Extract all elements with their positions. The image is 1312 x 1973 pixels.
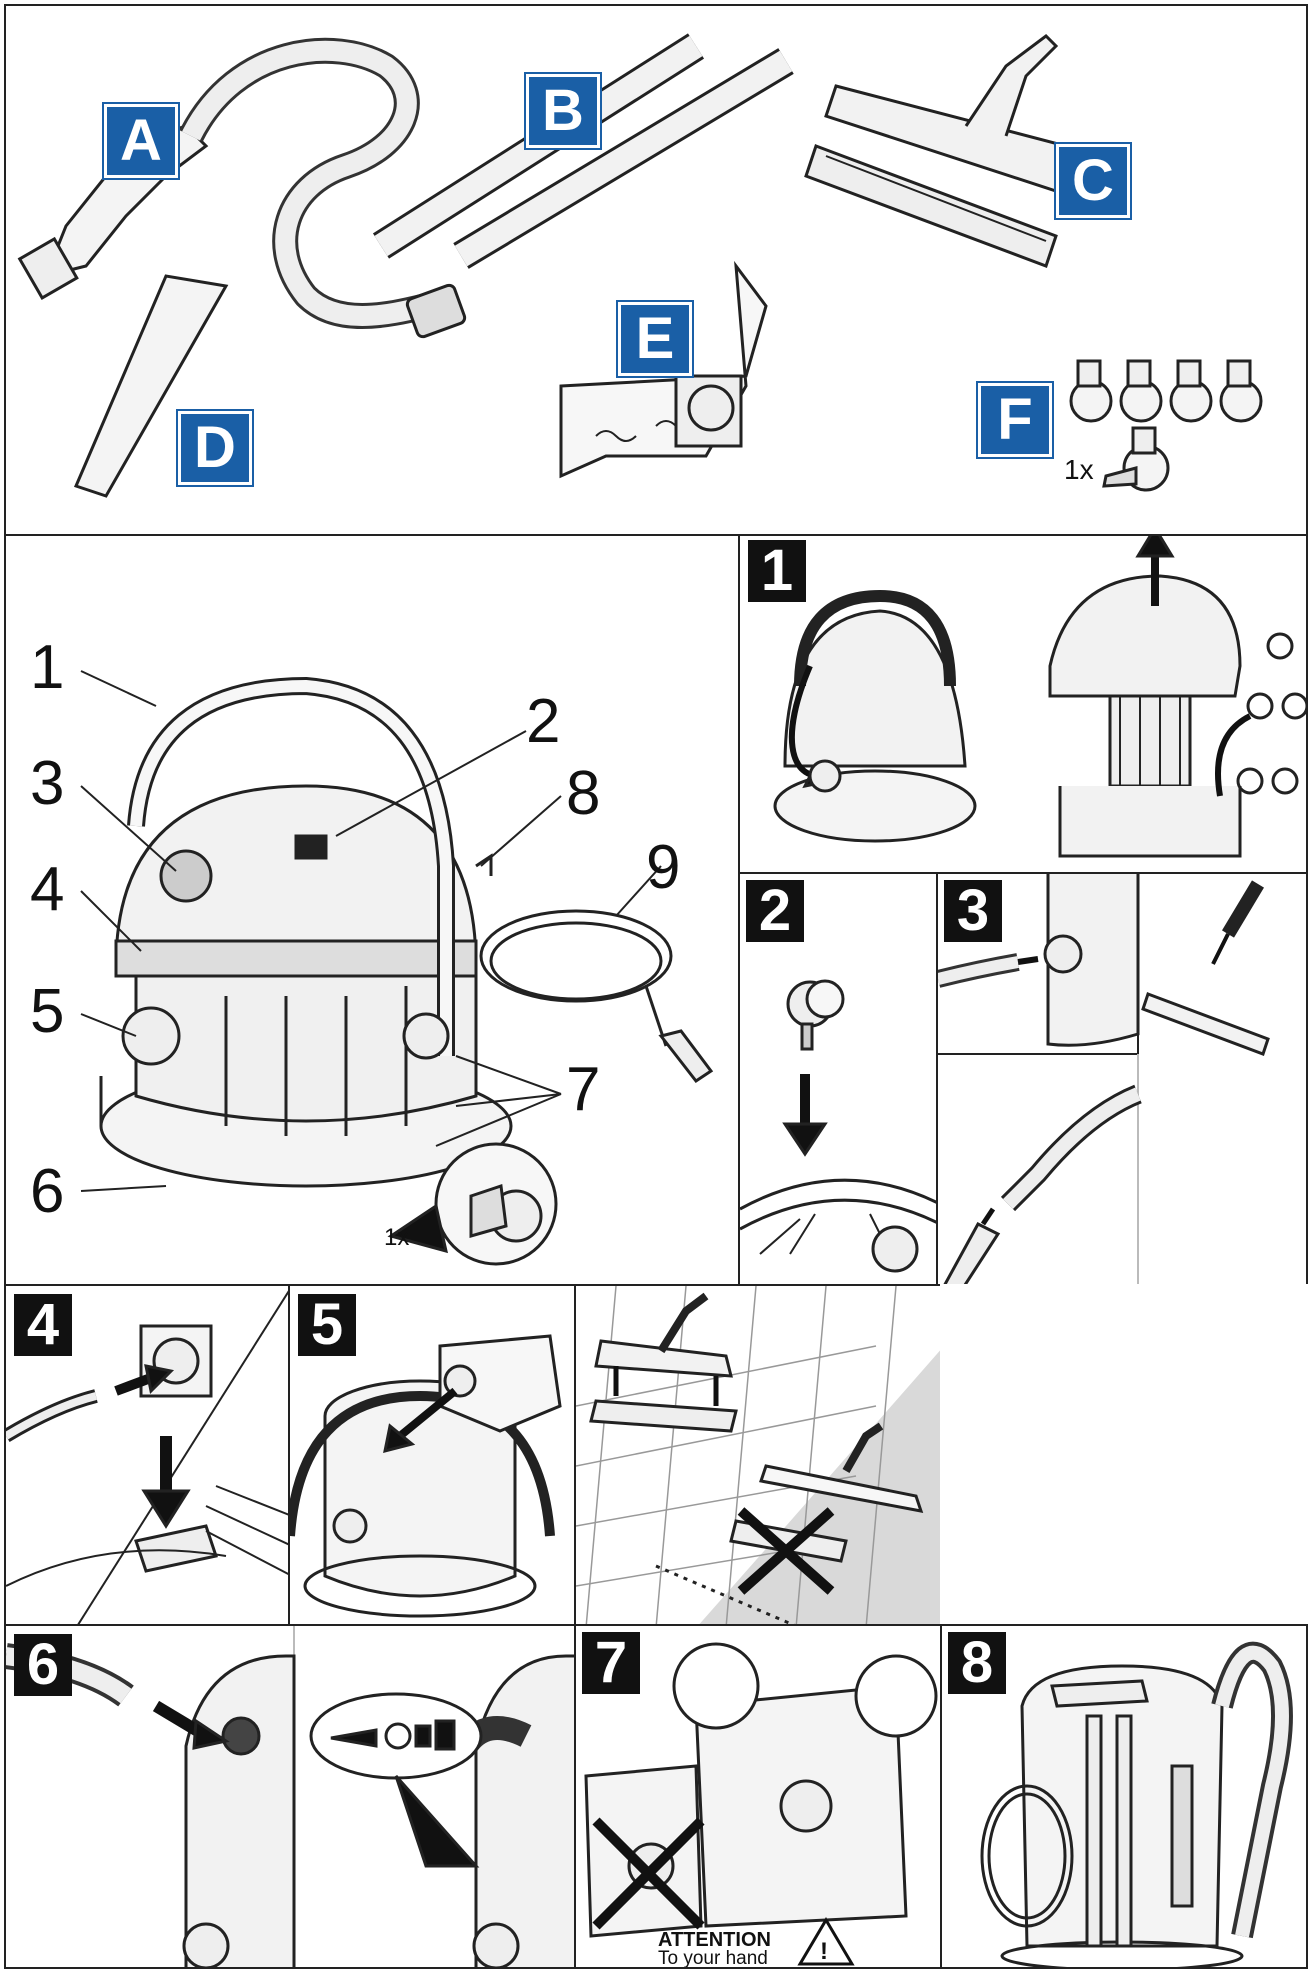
label-A: A [104,104,178,178]
floor-nozzle-drawing [576,1286,940,1624]
callout-8: 8 [566,759,601,828]
attention-title: ATTENTION [658,1929,771,1951]
step-6-drawing [6,1626,574,1967]
step-7-number: 7 [582,1632,640,1694]
step-3-drawing [938,874,1270,1284]
callout-5: 5 [30,977,65,1046]
empty-cell [940,1284,1308,1626]
callout-2: 2 [526,687,561,756]
step-7-panel: 7 ATTENTION To your hand ! [574,1624,942,1969]
callout-4: 4 [30,855,65,924]
overview-panel: 1 2 3 4 5 6 7 8 9 1x [4,534,740,1286]
label-E: E [618,302,692,376]
step-3-number: 3 [944,880,1002,942]
accessories-panel: A B C D E F 1x [4,4,1308,536]
label-C: C [1056,144,1130,218]
step-5-panel: 5 [288,1284,576,1626]
step-5-drawing [290,1334,562,1618]
step-8-number: 8 [948,1632,1006,1694]
callout-1: 1 [30,633,65,702]
step-1-panel: 1 [738,534,1308,874]
callout-7: 7 [566,1055,601,1124]
callout-6: 6 [30,1157,65,1226]
label-B: B [526,74,600,148]
vacuum-overview-drawing [80,670,714,1266]
label-F: F [978,383,1052,457]
step-4-panel: 4 [4,1284,290,1626]
label-D: D [178,411,252,485]
attention-subtitle: To your hand [658,1948,768,1969]
step-7-drawing [584,1642,938,1938]
step-6-panel: 6 [4,1624,576,1969]
warning-triangle-icon [797,1917,855,1966]
callout-9: 9 [646,833,681,902]
step-4-number: 4 [14,1294,72,1356]
step-1-drawing [773,536,1306,858]
step-2-panel: 2 [738,872,938,1286]
step-8-panel: 8 [940,1624,1308,1969]
step-5-number: 5 [298,1294,356,1356]
accessories-drawing [17,33,1263,498]
callout-3: 3 [30,749,65,818]
wheel-note: 1x [384,1224,410,1251]
floor-nozzle-panel [574,1284,942,1626]
step-2-drawing [740,979,936,1273]
step-6-number: 6 [14,1634,72,1696]
wheel-count-note: 1x [1064,454,1094,485]
step-2-number: 2 [746,880,804,942]
step-8-drawing [980,1641,1293,1967]
step-3-panel: 3 [936,872,1308,1286]
step-4-drawing [6,1290,288,1624]
step-1-number: 1 [748,540,806,602]
warning-symbol: ! [820,1938,828,1965]
